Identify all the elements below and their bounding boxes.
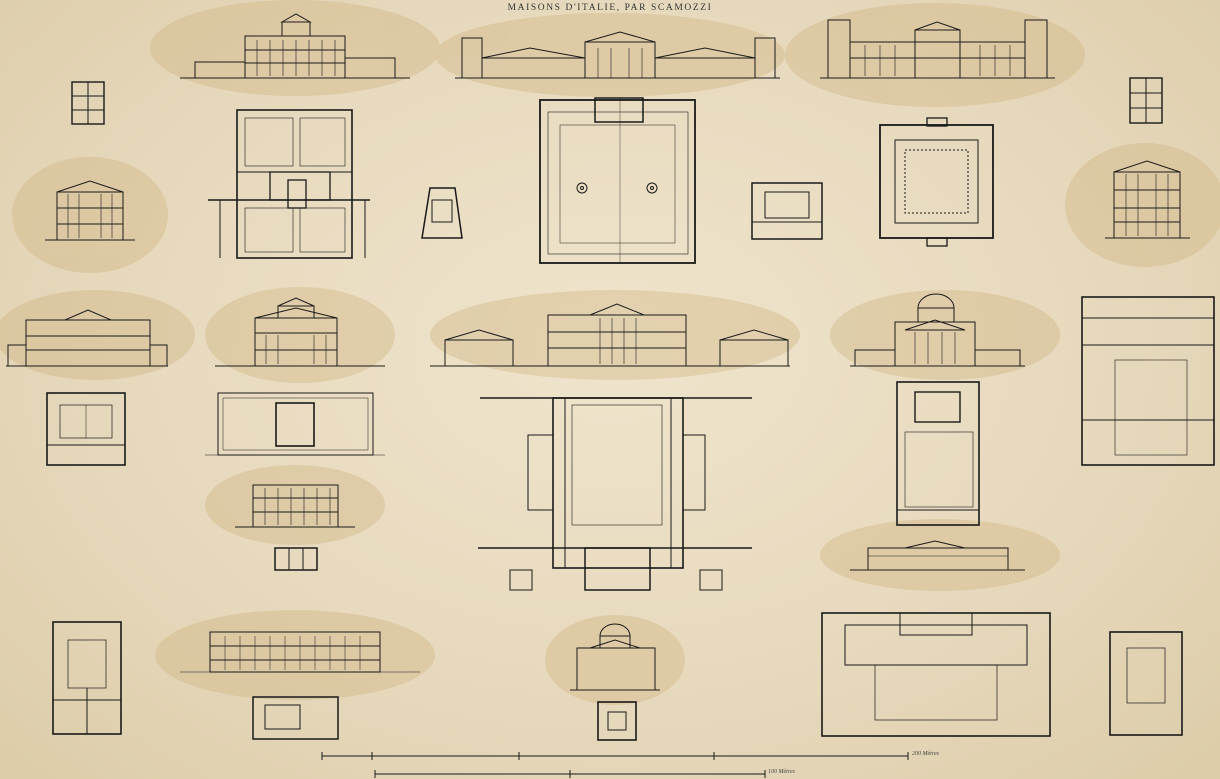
elevation-villa-top-left [180, 13, 410, 79]
elevation-villa-top-center [455, 31, 780, 79]
stain [785, 3, 1085, 107]
plan-trapezoid [421, 187, 463, 239]
stain [430, 290, 800, 380]
elevation-palazzo-left [45, 180, 135, 241]
stain [205, 465, 385, 545]
elevation-villa-top-right [820, 19, 1055, 79]
plan-bottom-center [597, 701, 637, 741]
stain [1065, 143, 1220, 267]
stain [545, 615, 685, 705]
plan-row2-right [896, 381, 980, 526]
stain [150, 0, 440, 96]
scale-bar-lower [374, 770, 766, 778]
elevation-bottom-center [570, 623, 660, 691]
plan-small-top-left [71, 81, 105, 125]
plan-small-court [751, 182, 823, 240]
stain [205, 287, 395, 383]
plan-bottom-long [252, 696, 339, 740]
plan-large-central [478, 397, 752, 591]
plan-row2-left [46, 392, 126, 466]
elevation-bottom-long [180, 631, 420, 673]
plan-bottom-left [52, 621, 122, 735]
plan-small-top-right [1129, 77, 1163, 124]
stain [12, 157, 168, 273]
plan-great-court [539, 97, 696, 264]
sheet-title: MAISONS D'ITALIE, PAR SCAMOZZI [507, 3, 713, 13]
plan-row2-mid [205, 392, 385, 456]
plan-bottom-far-right [1109, 631, 1183, 736]
elevation-row3-left [235, 484, 355, 528]
scale-lower-label: 100 Mètres [768, 769, 795, 775]
plan-cloister [879, 117, 994, 247]
plan-bottom-right-large [821, 612, 1051, 737]
scale-bar-upper [321, 752, 909, 760]
scale-upper-label: 200 Mètres [912, 751, 939, 757]
elevation-central-3 [430, 303, 790, 367]
elevation-domed-2 [215, 297, 385, 367]
plan-courtyards-left [208, 109, 370, 259]
stain [830, 290, 1060, 380]
elevation-palazzo-right [1105, 160, 1190, 239]
elevation-rotunda-4 [850, 293, 1025, 367]
elevation-long-row-1 [6, 309, 168, 367]
stain [820, 519, 1060, 591]
elevation-row3-right [850, 540, 1025, 571]
plan-tall-right [1081, 296, 1215, 466]
plan-row3-left-small [274, 547, 318, 571]
stain [0, 290, 195, 380]
stain [435, 13, 785, 97]
